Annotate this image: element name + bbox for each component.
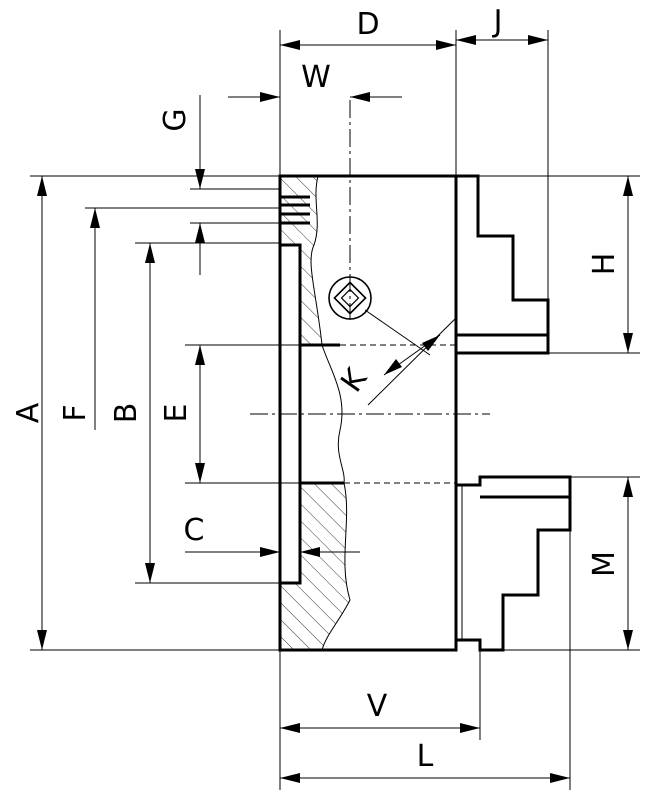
- label-D: D: [356, 7, 379, 42]
- upper-jaw: [456, 174, 550, 355]
- label-B: B: [109, 403, 144, 424]
- label-M: M: [587, 551, 622, 577]
- label-L: L: [417, 739, 434, 774]
- chuck-body: [250, 100, 490, 652]
- extension-lines: [30, 30, 640, 790]
- label-E: E: [159, 404, 194, 423]
- label-V: V: [367, 689, 388, 724]
- arrow-heads: [37, 35, 633, 783]
- dimension-labels: D J W G A F B E C H M K V L: [11, 4, 622, 774]
- label-F: F: [58, 404, 93, 421]
- label-W: W: [301, 60, 331, 95]
- lower-jaw: [456, 475, 572, 652]
- label-A: A: [11, 402, 46, 423]
- label-J: J: [492, 4, 503, 39]
- label-C: C: [184, 513, 205, 548]
- label-G: G: [158, 108, 193, 131]
- key-socket: [328, 276, 372, 320]
- section-hatching: [280, 176, 350, 650]
- dimension-lines: [41, 39, 629, 779]
- label-K: K: [334, 361, 375, 398]
- label-H: H: [587, 253, 622, 276]
